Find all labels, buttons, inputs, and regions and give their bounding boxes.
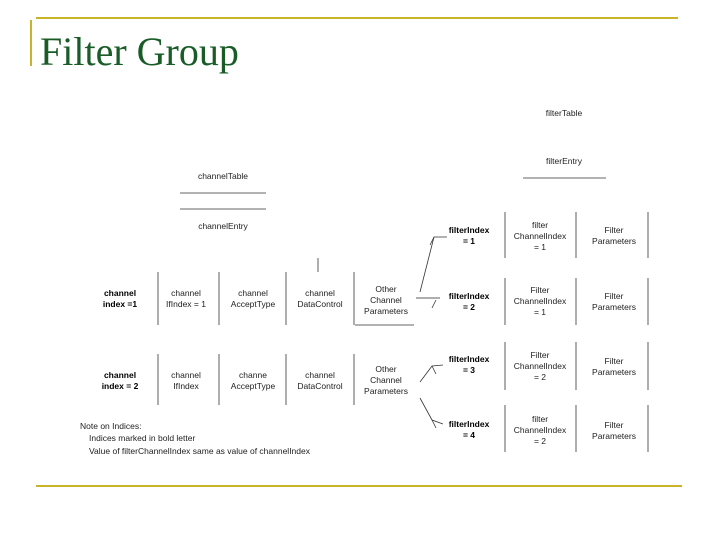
frame-bottom-rule (36, 485, 682, 487)
channel-entry-label: channelEntry (198, 221, 248, 231)
dashed-connector (419, 397, 444, 425)
note-line-2: Value of filterChannelIndex same as valu… (89, 446, 311, 456)
filter-entry-label: filterEntry (546, 156, 583, 166)
dashed-connector (431, 365, 437, 375)
connector-brackets (416, 236, 447, 429)
frame-left-rule (30, 20, 32, 66)
dashed-connector (419, 236, 447, 293)
filter-index-cell: filterIndex= 2 (449, 291, 490, 312)
filter-index-cell: filterIndex= 4 (449, 419, 490, 440)
dashed-connector (431, 299, 437, 309)
note-heading: Note on Indices: (80, 421, 141, 431)
note-line-1: Indices marked in bold letter (89, 433, 195, 443)
channel-table-label: channelTable (198, 171, 248, 181)
dashed-connector (419, 364, 444, 383)
filter-index-cell: filterIndex= 1 (449, 225, 490, 246)
indices-note: Note on Indices: Indices marked in bold … (80, 421, 311, 456)
filter-index-cell: filterIndex= 3 (449, 354, 490, 375)
filter-table-label: filterTable (546, 108, 583, 118)
dashed-connector (431, 419, 437, 429)
frame-top-rule (36, 17, 678, 19)
dashed-connector (429, 236, 435, 246)
slide-title: Filter Group (40, 29, 239, 74)
filter-table-grid (504, 212, 649, 452)
